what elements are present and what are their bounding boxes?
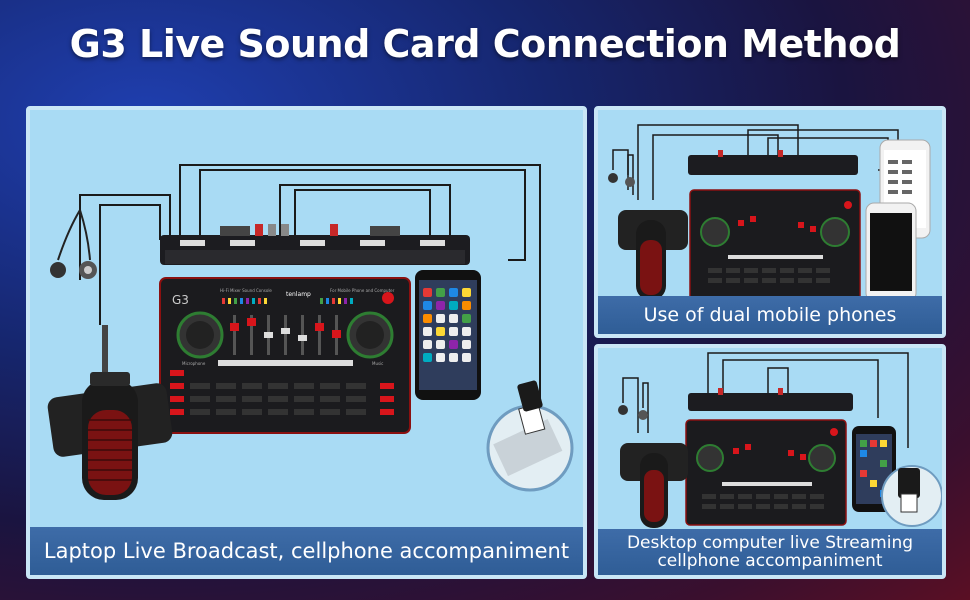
mixer-bar — [688, 150, 858, 175]
music-label: Music — [372, 361, 383, 366]
desktop-caption-line1: Desktop computer live Streaming — [626, 533, 914, 553]
desktop-connection-illustration — [618, 352, 942, 528]
usb-port-icon — [486, 380, 574, 492]
g3-sound-card: G3 Hi-Fi Mixer Sound Console tenlamp For… — [159, 277, 411, 434]
g3-sound-card — [689, 189, 861, 303]
laptop-connection-illustration: G3 Hi-Fi Mixer Sound Console tenlamp For… — [47, 164, 574, 500]
brand-label: tenlamp — [286, 291, 311, 298]
page-title: G3 Live Sound Card Connection Method — [69, 22, 901, 66]
dual-phones-illustration — [608, 124, 931, 303]
smartphone-icon — [865, 202, 917, 302]
model-label: G3 — [172, 293, 189, 307]
microphone-icon — [618, 210, 688, 300]
earphones-icon — [50, 209, 97, 279]
laptop-connection-panel: G3 Hi-Fi Mixer Sound Console tenlamp For… — [26, 106, 587, 579]
desktop-caption-line2: cellphone accompaniment — [657, 551, 883, 571]
usb-port-icon — [881, 465, 942, 527]
g3-sound-card — [685, 419, 847, 526]
microphone-icon — [47, 325, 173, 500]
dual-phones-panel-caption: Use of dual mobile phones — [598, 296, 942, 334]
dual-phones-connection-panel: Use of dual mobile phones — [594, 106, 946, 338]
desktop-panel-caption: Desktop computer live Streaming cellphon… — [598, 529, 942, 575]
laptop-panel-caption: Laptop Live Broadcast, cellphone accompa… — [30, 527, 583, 575]
smartphone-icon — [415, 270, 481, 400]
earphones-icon — [618, 405, 648, 420]
subtitle-label: Hi-Fi Mixer Sound Console — [220, 288, 272, 293]
mixer-bar — [160, 224, 470, 265]
mic-label: Microphone — [182, 361, 206, 366]
desktop-connection-panel: Desktop computer live Streaming cellphon… — [594, 344, 946, 579]
microphone-icon — [620, 443, 688, 528]
mixer-bar — [688, 388, 853, 411]
phone-label: For Mobile Phone and Computer — [330, 288, 395, 293]
earphones-icon — [608, 173, 635, 187]
